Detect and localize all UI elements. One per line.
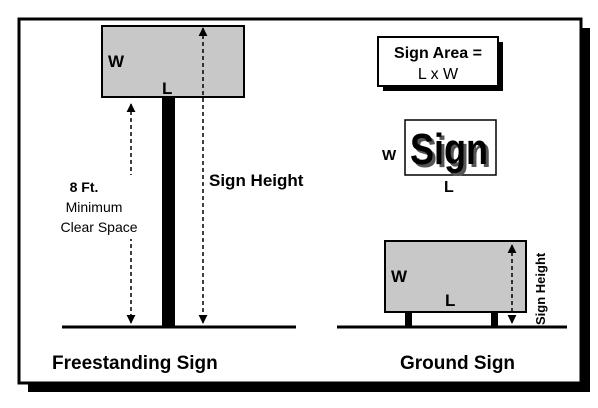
clearance-label-line3: Clear Space (60, 219, 137, 235)
freestanding-length-letter: L (162, 79, 172, 98)
freestanding-sign-pole (162, 96, 175, 327)
formula-line2: L x W (418, 66, 459, 83)
freestanding-height-label: Sign Height (209, 171, 304, 190)
formula-line1: Sign Area = (394, 45, 482, 62)
clearance-label-backdrop (58, 175, 132, 239)
clearance-label-line2: Minimum (66, 199, 123, 215)
sample-sign-word-shadow: Sign (413, 128, 491, 177)
sample-sign-word: Sign (410, 125, 488, 174)
ground-width-letter: W (391, 267, 408, 286)
ground-sign-right-leg (491, 310, 498, 327)
ground-caption: Ground Sign (400, 353, 515, 374)
ground-sign-left-leg (405, 310, 412, 327)
sample-sign-width-letter: W (382, 147, 397, 164)
formula-box (377, 36, 499, 87)
ground-height-label: Sign Height (533, 252, 548, 325)
freestanding-sign-panel (101, 25, 245, 98)
sample-sign-box (404, 119, 497, 176)
ground-sign-panel (384, 240, 527, 313)
freestanding-width-letter: W (108, 52, 125, 71)
freestanding-caption: Freestanding Sign (52, 353, 218, 374)
sample-sign-length-letter: L (444, 179, 454, 196)
clearance-label-line1: 8 Ft. (70, 179, 99, 195)
ground-length-letter: L (445, 291, 455, 310)
